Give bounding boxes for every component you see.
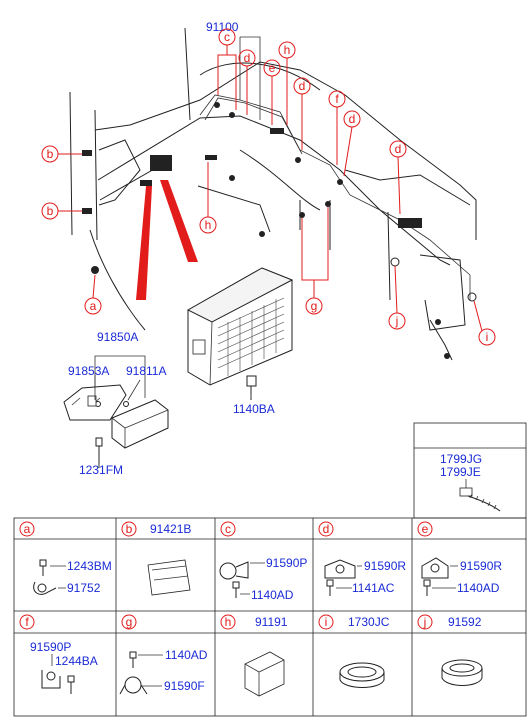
diagram-callouts: c d h e d f d d b b <box>41 28 496 346</box>
cell-h-header: 91191 <box>255 615 288 629</box>
parts-table <box>13 517 527 717</box>
bracket-assembly <box>63 355 169 468</box>
cell-c-part-2: 1140AD <box>251 588 294 602</box>
callout-h-lower: h <box>205 218 212 232</box>
callout-g: g <box>311 299 318 313</box>
cell-e-part-1: 91590R <box>460 559 502 573</box>
callout-f: f <box>335 92 339 106</box>
cell-j-header: 91592 <box>448 615 482 629</box>
cell-f-part-2: 1244BA <box>55 654 98 668</box>
callout-d-top: d <box>244 51 251 65</box>
red-pointer-arrows <box>136 180 198 300</box>
callout-e: e <box>269 61 276 75</box>
callout-d-far-right: d <box>395 142 402 156</box>
vehicle-body <box>69 27 477 361</box>
clip-box-part-1: 1799JG <box>440 452 482 466</box>
assembly-right-sub-part: 91811A <box>126 364 166 378</box>
callout-h-top: h <box>284 43 291 57</box>
cell-f-letter: f <box>25 615 29 629</box>
cell-h-letter: h <box>225 615 232 629</box>
cell-e-part-2: 1140AD <box>457 581 500 595</box>
cell-g-part-1: 1140AD <box>165 648 208 662</box>
assembly-bolt-part: 1231FM <box>79 463 123 477</box>
assembly-main-part: 91850A <box>97 330 138 344</box>
cell-f-part-1: 91590P <box>30 640 71 654</box>
cell-d-part-1: 91590R <box>364 559 406 573</box>
callout-c: c <box>224 30 230 44</box>
top-part-leader <box>239 36 261 120</box>
clip-box: 1799JG 1799JE <box>413 422 527 519</box>
cell-d-letter: d <box>323 522 330 536</box>
cell-i-header: 1730JC <box>348 615 390 629</box>
cell-g-letter: g <box>126 615 133 629</box>
cell-a-part-1: 1243BM <box>67 559 112 573</box>
cell-b-letter: b <box>126 522 133 536</box>
cell-g-part-2: 91590F <box>164 679 205 693</box>
callout-b-lower: b <box>47 204 54 218</box>
callout-i: i <box>486 330 489 344</box>
table-row-1: a b 91421B c d e 1243BM 91752 91590P 114… <box>19 521 502 602</box>
cell-a-part-2: 91752 <box>67 581 101 595</box>
relay-box-bolt-part: 1140BA <box>233 402 275 416</box>
callout-j: j <box>395 314 399 328</box>
cell-j-letter: j <box>423 615 427 629</box>
cell-d-part-2: 1141AC <box>352 581 395 595</box>
cell-c-letter: c <box>225 522 231 536</box>
callout-a: a <box>90 299 97 313</box>
assembly-left-sub-part: 91853A <box>68 364 109 378</box>
cell-a-letter: a <box>24 522 31 536</box>
callout-d-mid: d <box>299 79 306 93</box>
table-row-2: f g h 91191 i 1730JC j 91592 91590P 1244… <box>19 614 483 697</box>
clip-box-part-2: 1799JE <box>440 465 481 479</box>
callout-b-upper: b <box>47 147 54 161</box>
relay-box <box>186 267 294 400</box>
cell-e-letter: e <box>422 522 429 536</box>
cell-i-letter: i <box>325 615 328 629</box>
callout-d-right: d <box>349 112 356 126</box>
cell-b-header: 91421B <box>150 522 191 536</box>
top-part-number: 91100 <box>206 20 239 34</box>
cell-c-part-1: 91590P <box>266 556 307 570</box>
